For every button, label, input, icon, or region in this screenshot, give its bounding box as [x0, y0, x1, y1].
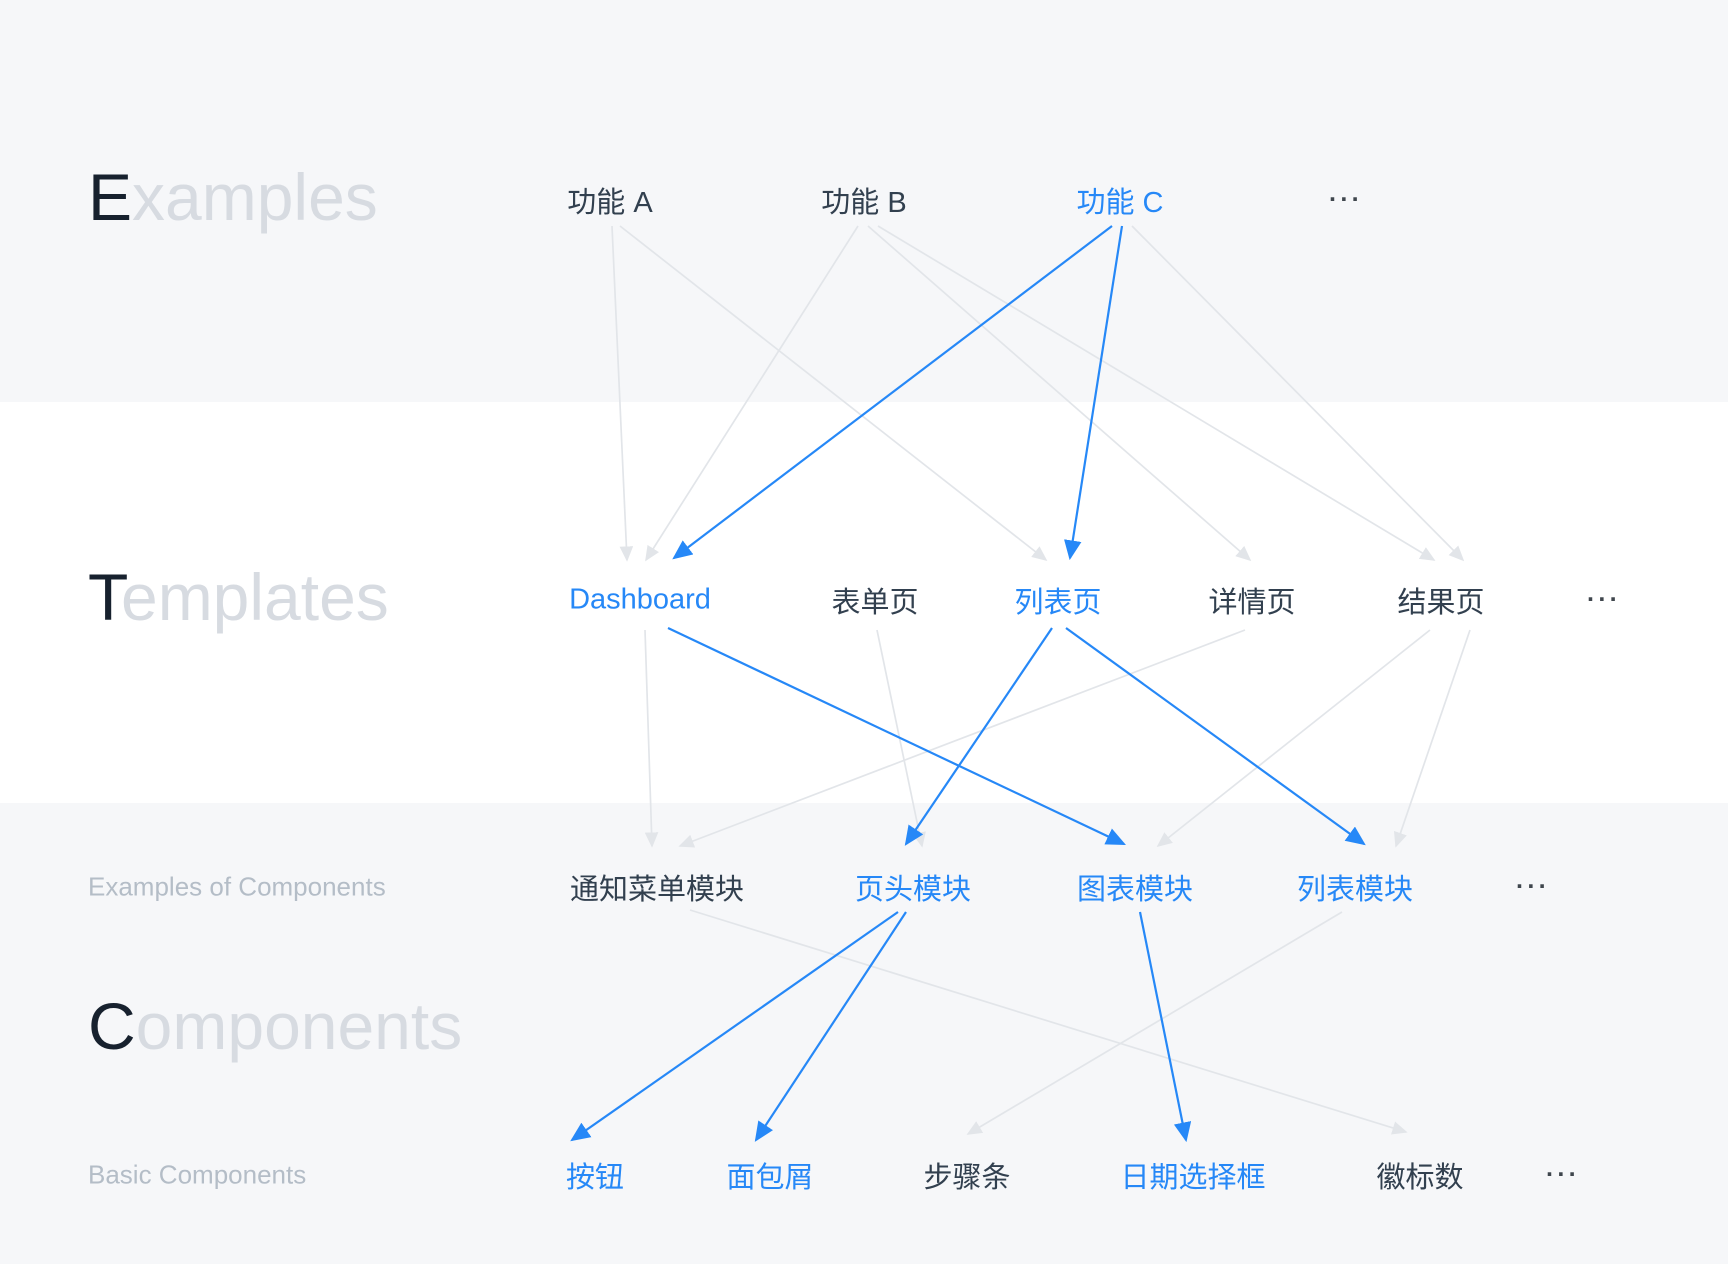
templates-heading: Templates	[88, 559, 389, 635]
node-templates-more: ···	[1587, 585, 1621, 614]
node-gongneng-c[interactable]: 功能 C	[1076, 187, 1164, 219]
examples-heading: Examples	[88, 159, 378, 235]
components-heading-first-letter: C	[88, 988, 136, 1063]
components-heading-rest: omponents	[135, 988, 463, 1063]
examples-heading-first-letter: E	[88, 159, 133, 234]
examples-of-components-label: Examples of Components	[88, 871, 386, 902]
node-gongneng-b: 功能 B	[821, 187, 907, 219]
node-button[interactable]: 按钮	[565, 1162, 625, 1194]
node-dashboard[interactable]: Dashboard	[569, 583, 711, 616]
node-list-module[interactable]: 列表模块	[1296, 874, 1414, 906]
node-notice-menu-module: 通知菜单模块	[569, 874, 745, 906]
components-heading: Components	[88, 988, 462, 1064]
node-basics-more: ···	[1546, 1160, 1580, 1189]
node-modules-more: ···	[1516, 872, 1550, 901]
node-examples-more: ···	[1329, 185, 1363, 214]
templates-heading-rest: emplates	[121, 559, 389, 634]
node-date-picker[interactable]: 日期选择框	[1120, 1162, 1266, 1194]
node-gongneng-a: 功能 A	[567, 187, 653, 219]
node-list-page[interactable]: 列表页	[1014, 587, 1102, 619]
node-page-header-module[interactable]: 页头模块	[854, 874, 972, 906]
node-steps: 步骤条	[923, 1162, 1011, 1194]
examples-heading-rest: xamples	[132, 159, 378, 234]
node-form-page: 表单页	[831, 587, 919, 619]
node-detail-page: 详情页	[1208, 587, 1296, 619]
node-breadcrumb[interactable]: 面包屑	[726, 1162, 814, 1194]
basic-components-label: Basic Components	[88, 1159, 307, 1190]
node-badge: 徽标数	[1376, 1162, 1464, 1194]
templates-heading-first-letter: T	[88, 559, 121, 634]
node-chart-module[interactable]: 图表模块	[1076, 874, 1194, 906]
node-result-page: 结果页	[1397, 587, 1485, 619]
